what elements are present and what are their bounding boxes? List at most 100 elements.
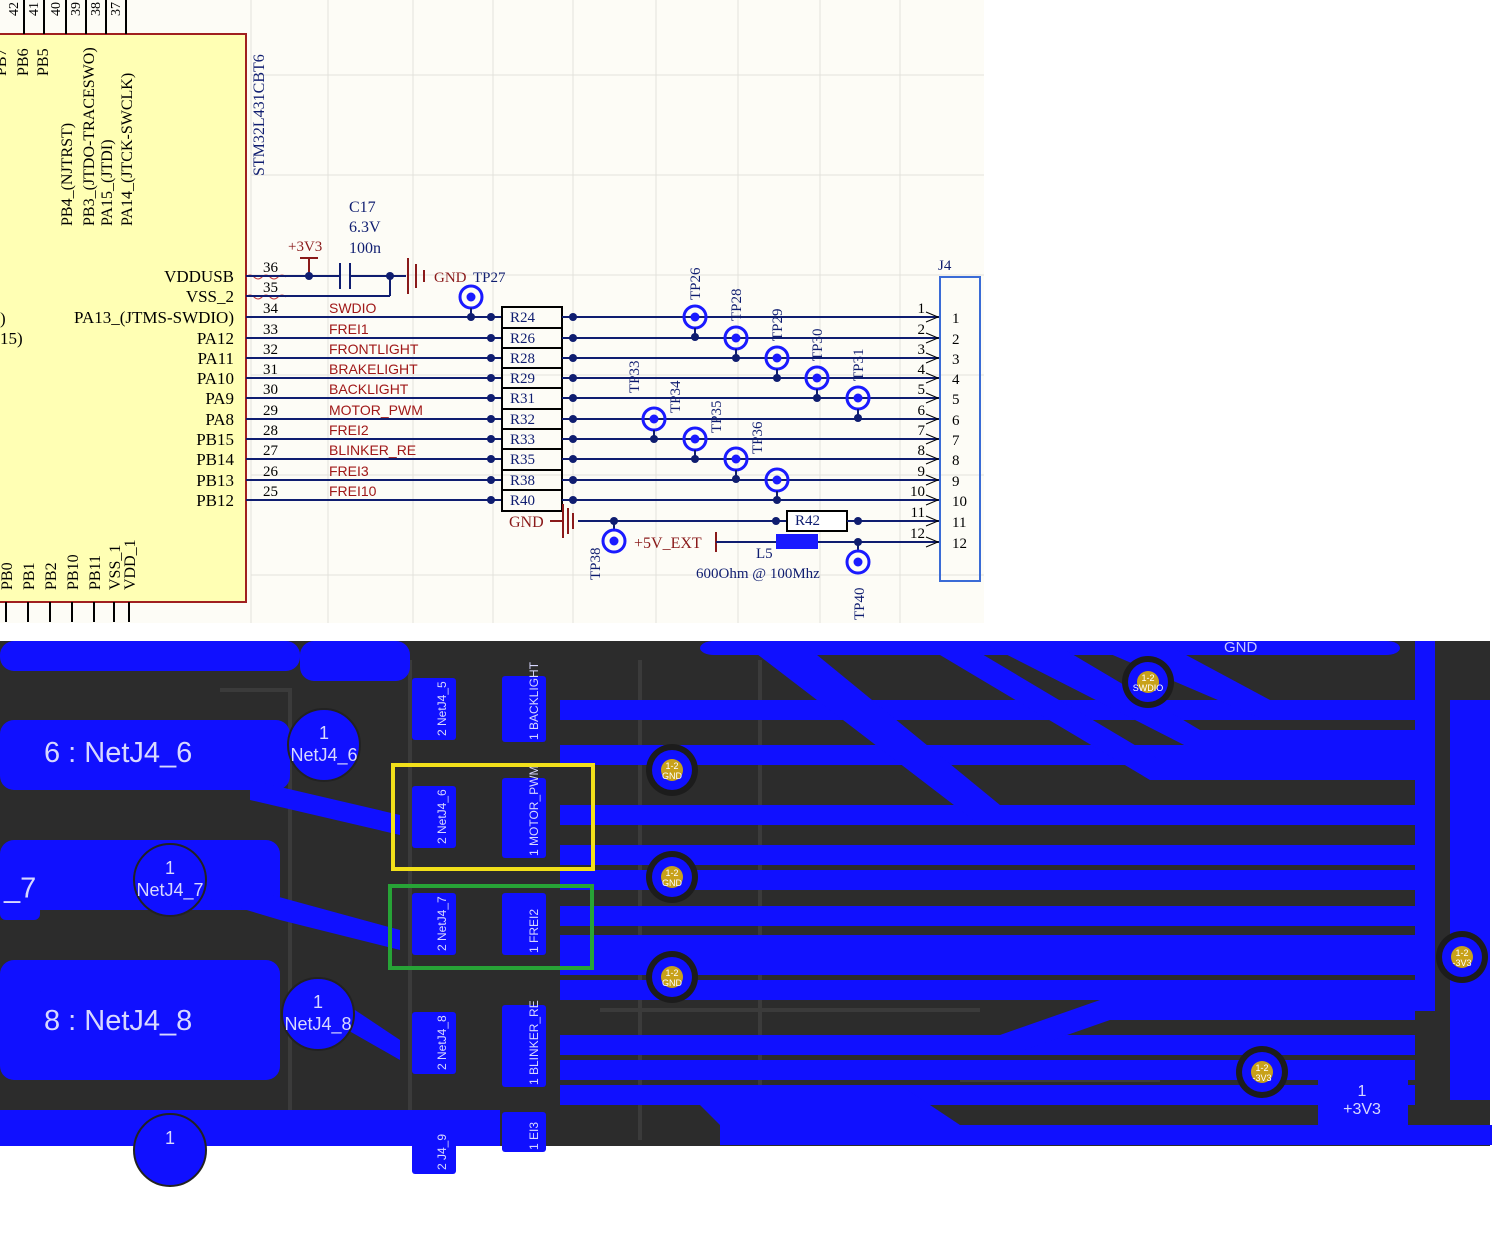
pcb-smd-label: 1 FREI2 xyxy=(527,909,541,953)
pcb-smd-pad xyxy=(412,786,456,848)
chip-bottom-pin-label: VDD_1 xyxy=(122,539,139,590)
tp27-label: TP27 xyxy=(473,270,506,286)
tp38-label: TP38 xyxy=(588,547,604,580)
schematic-grid xyxy=(250,0,984,623)
j4-pin-inner: 4 xyxy=(952,372,960,388)
chip-bottom-pin-label: PB0 xyxy=(0,562,16,590)
j4-pin-inner: 10 xyxy=(952,494,967,510)
chip-top-pin-label: PB6 xyxy=(15,48,32,76)
net-label: BRAKELIGHT xyxy=(329,361,418,377)
pcb-smd-pad xyxy=(502,778,546,858)
chip-pin-number: 30 xyxy=(263,382,278,398)
chip-left-fragment: ) xyxy=(0,309,6,328)
highlight-green-box xyxy=(388,884,594,970)
chip-pin-number: 28 xyxy=(263,423,278,439)
resistor-ref: R35 xyxy=(510,452,535,468)
pcb-pad-net: NetJ4_7 xyxy=(136,880,203,901)
c17-ref: C17 xyxy=(349,199,376,216)
pcb-smd-label: 1 MOTOR_PWM xyxy=(527,766,541,856)
tp40-label: TP40 xyxy=(852,587,868,620)
chip-pin-name: VDDUSB xyxy=(164,267,234,286)
chip-pin-name: PA9 xyxy=(205,389,234,408)
pcb-pad-net: NetJ4_6 xyxy=(290,745,357,766)
pcb-connector-label: _7 xyxy=(3,873,36,905)
pcb-smd-pad xyxy=(412,893,456,955)
chip-pin-number: 25 xyxy=(263,484,278,500)
net-label: FREI1 xyxy=(329,321,369,337)
chip-top-pin-label: PA15_(JTDI) xyxy=(99,139,116,226)
j4-body xyxy=(939,276,981,582)
j4-pin-outer: 4 xyxy=(918,362,926,378)
chip-bottom-pin-label: PB10 xyxy=(65,554,82,590)
bottom-power: GND R42 TP38 +5V_EXT TP40 L5 600Ohm @ 10… xyxy=(509,504,940,620)
chip-pin-number: 32 xyxy=(263,342,278,358)
pcb-smd-label: 2 J4_9 xyxy=(435,1134,449,1170)
j4-pin-inner: 5 xyxy=(952,392,960,408)
chip-pin-name: PB15 xyxy=(196,430,234,449)
r42-ref: R42 xyxy=(795,513,820,529)
pcb-smd-label: 1 BACKLIGHT xyxy=(527,661,541,740)
pcb-3v3-num: 1 xyxy=(1358,1083,1367,1100)
j4-pin-outer: 11 xyxy=(911,505,925,521)
chip-pin-name: PA10 xyxy=(197,369,234,388)
chip-pin-number: 27 xyxy=(263,443,279,459)
chip-pin-number: 34 xyxy=(263,301,279,317)
pcb-via-number: 1-2 xyxy=(1141,673,1154,683)
pcb-smd-pad xyxy=(502,1005,546,1087)
testpoint-label: TP35 xyxy=(709,400,725,433)
testpoint-label: TP28 xyxy=(729,288,745,321)
resistor-ref: R28 xyxy=(510,351,535,367)
pcb-pad-number: 1 xyxy=(165,1128,175,1148)
j4-pin-outer: 10 xyxy=(910,484,925,500)
resistor-ref: R29 xyxy=(510,371,535,387)
pcb-via-number: 1-2 xyxy=(665,868,678,878)
net-label: SWDIO xyxy=(329,300,377,316)
pcb-via-number: 1-2 xyxy=(665,761,678,771)
chip-pin-name: PB13 xyxy=(196,471,234,490)
pcb-connector-label: 8 : NetJ4_8 xyxy=(44,1005,192,1037)
l5-ref: L5 xyxy=(756,546,773,562)
tp40-ring xyxy=(845,549,871,575)
testpoint-label: TP31 xyxy=(851,348,867,381)
chip-pin-name: PA13_(JTMS-SWDIO) xyxy=(74,308,234,327)
pcb-through-pad xyxy=(287,708,361,782)
chip-top-pin-number: 42 xyxy=(7,2,22,16)
l5-value: 600Ohm @ 100Mhz xyxy=(696,566,820,582)
j4-pin-inner: 7 xyxy=(952,433,960,449)
chip-bottom-pin-label: PB2 xyxy=(43,562,60,590)
pcb-through-pad xyxy=(133,1113,207,1187)
j4-pin-inner: 3 xyxy=(952,352,960,368)
j4-pin-inner: 8 xyxy=(952,453,960,469)
chip-top-pin-number: 39 xyxy=(69,2,84,16)
j4-pin-inner: 2 xyxy=(952,332,960,348)
chip-top-pin-number: 38 xyxy=(89,2,104,16)
pcb-smd-label: 2 NetJ4_8 xyxy=(435,1015,449,1070)
chip-pin-number: 36 xyxy=(263,260,279,276)
net-label: BLINKER_RE xyxy=(329,442,416,458)
tp38-ring xyxy=(601,528,627,554)
j4-pin-inner: 1 xyxy=(952,311,960,327)
j4-ref: J4 xyxy=(938,258,952,274)
chip-top-pin-label: PB7 xyxy=(0,48,10,76)
chip-pin-number: 31 xyxy=(263,362,278,378)
pcb-smd-label: 2 NetJ4_5 xyxy=(435,681,449,736)
resistor-ref: R38 xyxy=(510,473,535,489)
pcb-smd-label: 1 EI3 xyxy=(527,1122,541,1150)
testpoint-label: TP33 xyxy=(627,360,643,393)
resistor-ref: R40 xyxy=(510,493,535,509)
pcb-pad-number: 1 xyxy=(313,992,323,1012)
pcb-connector-pad xyxy=(38,990,193,1050)
resistor-ref: R31 xyxy=(510,391,535,407)
pcb-view: 6 : NetJ4_6_78 : NetJ4_81NetJ4_61NetJ4_7… xyxy=(0,639,1492,1187)
chip-body xyxy=(0,33,247,603)
pcb-gnd-label: GND xyxy=(1224,639,1258,656)
net-label: MOTOR_PWM xyxy=(329,402,423,418)
pcb-pad-number: 1 xyxy=(165,858,175,878)
power-3v3-label: +3V3 xyxy=(288,239,322,255)
pcb-via-net: -3V3 xyxy=(1452,958,1471,968)
testpoint-label: TP30 xyxy=(810,328,826,361)
